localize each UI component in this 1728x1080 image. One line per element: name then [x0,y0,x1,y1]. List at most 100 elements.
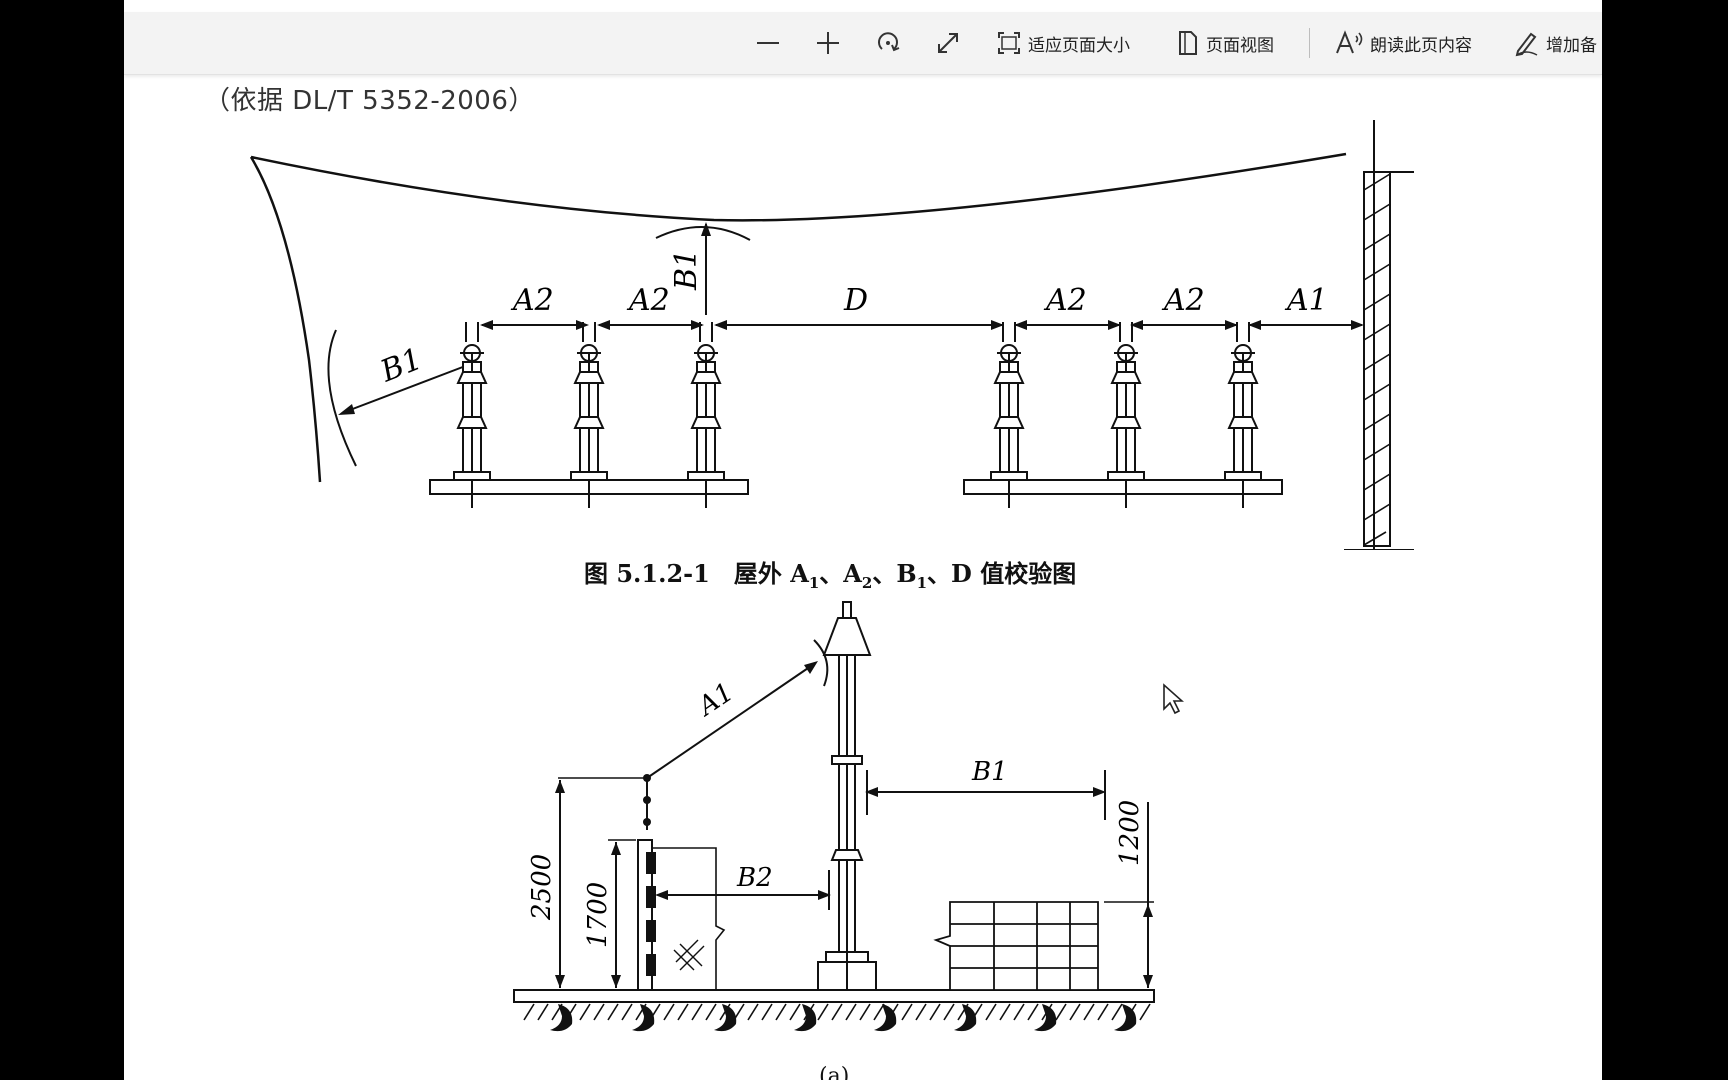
fence [637,774,656,991]
figure-1-caption: 图 5.1.2-1 屋外 A1、A2、B1、D 值校验图 [584,554,1076,592]
ground-hatch [1027,1003,1039,1021]
pen-icon [1515,32,1538,57]
ground-hatch [845,1003,857,1021]
ground-anchor [874,1004,897,1032]
insulator [1107,322,1145,508]
ground-hatch [1111,1003,1123,1021]
label-b1-top: B1 [669,249,704,291]
rotate-button[interactable] [874,26,902,60]
ground-hatch [1013,1003,1025,1021]
label-a2-4: A2 [1161,283,1205,318]
ground-hatch [901,1003,913,1021]
ground-hatch [943,1003,955,1021]
fig2-label-a1: A1 [691,677,739,723]
ground-hatch [607,1003,619,1021]
caption-a2: A [843,559,862,588]
label-d: D [843,283,868,318]
ground-hatch [537,1003,549,1021]
mouse-cursor-icon [1163,683,1184,715]
label-a1: A1 [1284,283,1328,318]
rotate-icon [878,32,900,52]
fit-page-label: 适应页面大小 [1028,35,1130,55]
ground-hatch [761,1003,773,1021]
fullscreen-button[interactable] [934,26,962,60]
ground-anchor [632,1004,655,1032]
caption-sep: 、 [819,559,844,588]
caption-prefix: 图 5.1.2-1 屋外 [584,559,791,588]
ground-hatch [985,1003,997,1021]
ground-hatch [1069,1003,1081,1021]
ground-hatch [915,1003,927,1021]
ground-hatch [593,1003,605,1021]
add-note-button[interactable]: 增加备 [1514,26,1597,60]
read-aloud-label: 朗读此页内容 [1370,35,1472,55]
fig2-label-b2: B2 [736,863,773,893]
insulator [687,322,725,508]
add-note-label: 增加备 [1546,35,1597,55]
ground-hatch [579,1003,591,1021]
insulator [453,322,491,508]
read-aloud-button[interactable]: 朗读此页内容 [1334,26,1472,60]
figure-2-sub-label: (a) [819,1064,850,1080]
caption-a2-sub: 2 [861,573,873,592]
ground-hatch [873,1003,885,1021]
ground-anchor [794,1004,817,1032]
page-view-button[interactable]: 页面视图 [1176,26,1274,60]
ground-anchor [1114,1004,1137,1032]
ground-hatch [1055,1003,1067,1021]
read-aloud-icon [1336,30,1363,54]
expand-icon [938,33,958,53]
caption-a1-sub: 1 [808,573,820,592]
fig2-label-b1: B1 [971,757,1008,787]
ground-anchor [714,1004,737,1032]
fig2-dim-1200: 1200 [1115,800,1145,866]
caption-suffix: 、D 值校验图 [927,559,1077,588]
ground-hatch [1097,1003,1109,1021]
label-a2-3: A2 [1043,283,1087,318]
zoom-in-button[interactable] [814,26,842,60]
insulator [990,322,1028,508]
ground-hatch [789,1003,801,1021]
page-view-icon [1179,31,1197,55]
caption-b1: B [896,559,917,588]
toolbar-separator [1309,28,1310,58]
ground-hatch [663,1003,675,1021]
ground-hatch [929,1003,941,1021]
building-block [933,901,1099,991]
ground-anchor [550,1004,573,1032]
caption-b1-sub: 1 [916,573,928,592]
reader-toolbar: 适应页面大小 页面视图 朗读此页内容 增加备 [124,12,1602,75]
ground-anchor [1034,1004,1057,1032]
ground-anchor [954,1004,977,1032]
document-page: 适应页面大小 页面视图 朗读此页内容 增加备 （依据 DL/T 5352- [124,0,1602,1080]
fig2-dim-1700: 1700 [583,882,613,948]
label-a2-2: A2 [626,283,670,318]
fit-page-button[interactable]: 适应页面大小 [996,26,1130,60]
fit-page-icon [998,32,1020,54]
ground-hatch [775,1003,787,1021]
figure-2-drawing: A1 B2 B1 [513,601,1155,1032]
source-reference: （依据 DL/T 5352-2006） [204,86,535,116]
page-view-label: 页面视图 [1206,35,1274,55]
ground-hatch [691,1003,703,1021]
plus-icon [817,32,839,54]
equipment-post [817,601,877,991]
ground-hatch [831,1003,843,1021]
caption-a1: A [790,559,809,588]
ground-hatch [859,1003,871,1021]
ground-hatch [523,1003,535,1021]
insulator [1224,322,1262,508]
ground-hatch [621,1003,633,1021]
zoom-out-button[interactable] [754,26,782,60]
ground-hatch [1083,1003,1095,1021]
caption-sep: 、 [872,559,897,588]
ground-hatch [999,1003,1011,1021]
ground-hatch [1139,1003,1151,1021]
fig2-dim-2500: 2500 [527,854,557,921]
ground-hatch [817,1003,829,1021]
insulator [570,322,608,508]
ground-hatch [705,1003,717,1021]
minus-icon [757,42,779,44]
ground-hatch [677,1003,689,1021]
label-a2-1: A2 [510,283,554,318]
